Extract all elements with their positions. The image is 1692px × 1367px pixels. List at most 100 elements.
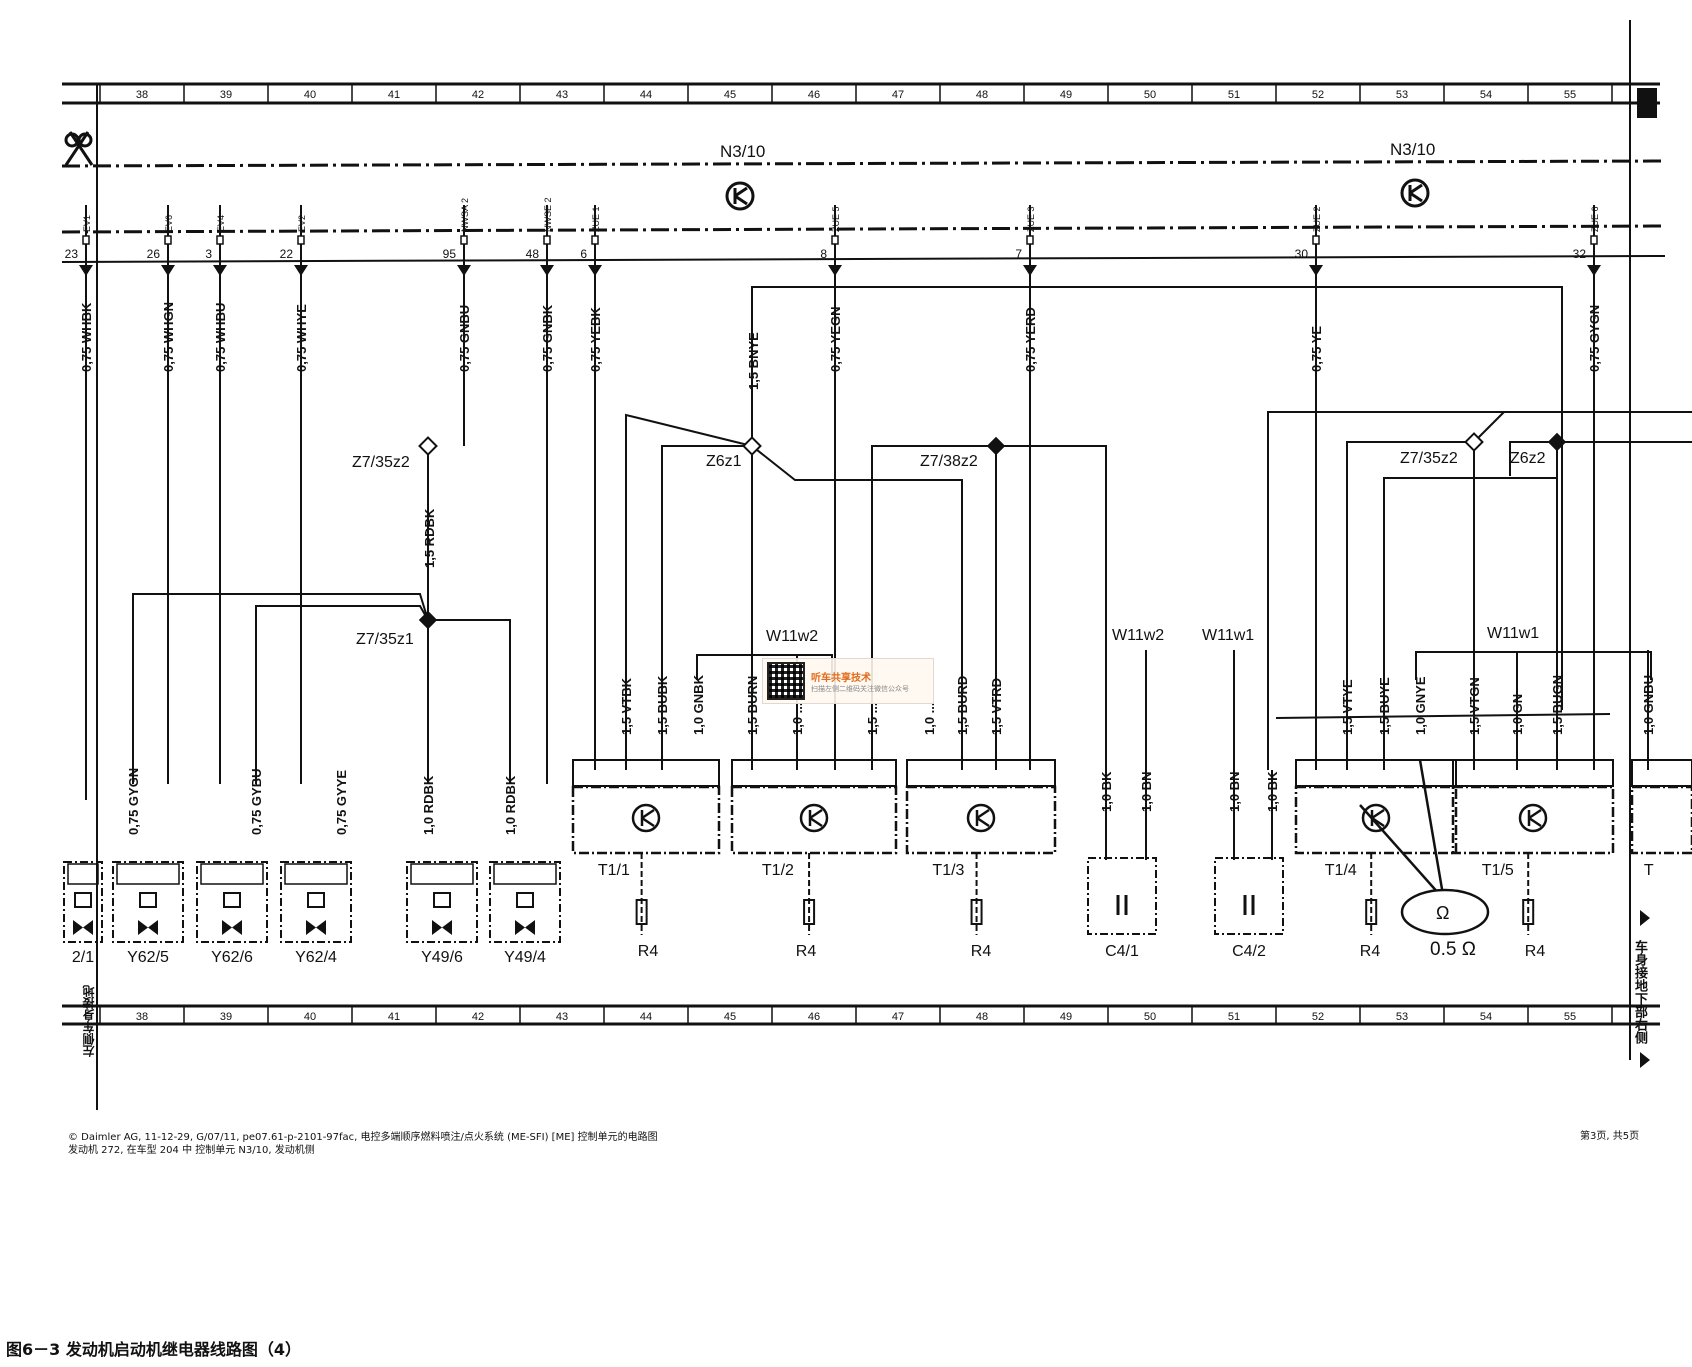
pin-number: 6 [580, 247, 587, 261]
transistor-icon [1518, 803, 1548, 833]
wire-label: 1,0 GNBU [1641, 675, 1656, 735]
ruler-label-bottom: 47 [892, 1011, 904, 1023]
ruler-label-bottom: 41 [388, 1011, 400, 1023]
pin-signal: ZUE 1 [591, 206, 601, 232]
ohm-symbol: Ω [1436, 903, 1449, 923]
transistor-icon [1400, 178, 1430, 208]
ruler-label-bottom: 55 [1564, 1011, 1576, 1023]
page-number: 第3页, 共5页 [1580, 1131, 1640, 1142]
wire-label: 0,75 WHGN [161, 302, 176, 372]
capacitor-component: C4/1 [1087, 857, 1157, 960]
ground-arrow-icon [1640, 910, 1650, 1068]
wire-label: 0,75 YEGN [828, 306, 843, 372]
pin-number: 22 [280, 247, 294, 261]
pin-signal: ZUE 6 [1590, 206, 1600, 232]
valve-label: Y62/4 [295, 949, 337, 966]
splice-label: Z7/35z2 [1400, 450, 1458, 467]
coil-label: T [1644, 862, 1654, 879]
resistor-label: R4 [971, 943, 992, 960]
resistor-label: R4 [1525, 943, 1546, 960]
ruler-label-bottom: 48 [976, 1011, 988, 1023]
connector-pin: 26 EV6 0,75 WHGN [147, 205, 176, 784]
ruler-label-top: 47 [892, 89, 904, 101]
ruler-label-top: 52 [1312, 89, 1324, 101]
splice-label: Z7/38z2 [920, 453, 978, 470]
wire-label: 0,75 YERD [1023, 307, 1038, 372]
splice-label: Z6z1 [706, 453, 742, 470]
pin-signal: EV4 [216, 215, 226, 232]
ruler-label-top: 40 [304, 89, 316, 101]
transistor-icon [725, 181, 755, 211]
capacitor-label: C4/1 [1105, 943, 1139, 960]
ruler-label-bottom: 50 [1144, 1011, 1156, 1023]
ruler-label-top: 38 [136, 89, 148, 101]
wire-label: 0,75 GYGN [1587, 305, 1602, 372]
pin-number: 7 [1015, 247, 1022, 261]
wire-label: 0,75 GYGN [126, 768, 141, 835]
ruler-label-bottom: 45 [724, 1011, 736, 1023]
valve-component: Y49/6 [406, 861, 478, 966]
resistor-label: R4 [1360, 943, 1381, 960]
wire-label: 1,5 BURN [745, 676, 760, 735]
transistor-icon [799, 803, 829, 833]
footer-line-1: © Daimler AG, 11-12-29, G/07/11, pe07.61… [68, 1132, 658, 1143]
valve-label: Y62/5 [127, 949, 169, 966]
wire-label: 0,75 WHBK [79, 302, 94, 372]
ignition-coil: T1/3 [905, 759, 1057, 935]
ruler-label-top: 39 [220, 89, 232, 101]
ignition-coil: T1/1 [571, 759, 721, 935]
wire-label: 1,0 BK [1265, 771, 1280, 812]
ruler-label-top: 49 [1060, 89, 1072, 101]
splice-label: Z7/35z1 [356, 631, 414, 648]
pin-number: 3 [205, 247, 212, 261]
wire-label: 1,0 RDBK [421, 775, 436, 835]
shield-label: W11w2 [1112, 627, 1164, 644]
valve-component: Y62/6 [196, 861, 268, 966]
ruler-label-bottom: 49 [1060, 1011, 1072, 1023]
ruler-label-bottom: 39 [220, 1011, 232, 1023]
valve-icon [515, 920, 535, 935]
watermark: 听车共享技术 扫描左侧二维码关注微信公众号 [762, 658, 934, 704]
valve-component: Y49/4 [489, 861, 561, 966]
wire-label: 1,5 VTRD [989, 678, 1004, 735]
pin-signal: EV6 [164, 215, 174, 232]
pin-number: 8 [820, 247, 827, 261]
wire-label: 0,75 GNBK [540, 304, 555, 372]
wire-label: 0,75 WHBU [213, 303, 228, 372]
wire-label: 1,5 RDBK [422, 508, 437, 568]
transistor-icon [1361, 803, 1391, 833]
footer-line-2: 发动机 272, 在车型 204 中 控制单元 N3/10, 发动机侧 [68, 1145, 315, 1156]
coil-label: T1/4 [1325, 862, 1357, 879]
ruler-label-top: 48 [976, 89, 988, 101]
pin-number: 26 [147, 247, 161, 261]
valve-label: Y49/6 [421, 949, 463, 966]
valve-label: Y62/6 [211, 949, 253, 966]
ohmmeter: Ω 0.5 Ω [1359, 759, 1490, 960]
valve-component: Y62/5 [112, 861, 184, 966]
shield-label: W11w2 [766, 628, 818, 645]
wire-label: 0,75 GYBU [249, 769, 264, 835]
ruler-label-top: 43 [556, 89, 568, 101]
wire-label: 1,0 RDBK [503, 775, 518, 835]
pin-signal: NWSA 2 [460, 198, 470, 232]
coil-label: T1/1 [598, 862, 630, 879]
valve-icon [222, 920, 242, 935]
wire-label: 0,75 WHYE [294, 304, 309, 372]
ruler-label-bottom: 43 [556, 1011, 568, 1023]
ruler-label-bottom: 46 [808, 1011, 820, 1023]
side-label-right: 车身接地下部右侧 [1632, 940, 1647, 1044]
footer-citation: © Daimler AG, 11-12-29, G/07/11, pe07.61… [68, 1131, 658, 1157]
shield-label: W11w1 [1487, 625, 1539, 642]
wire-label: 1,5 VTBK [619, 677, 634, 735]
transistor-icon [631, 803, 661, 833]
wire-label: 1,0 GNBK [691, 674, 706, 735]
valve-label: Y49/4 [504, 949, 546, 966]
ignition-coil: T1/5 [1451, 759, 1615, 935]
ruler-label-top: 45 [724, 89, 736, 101]
